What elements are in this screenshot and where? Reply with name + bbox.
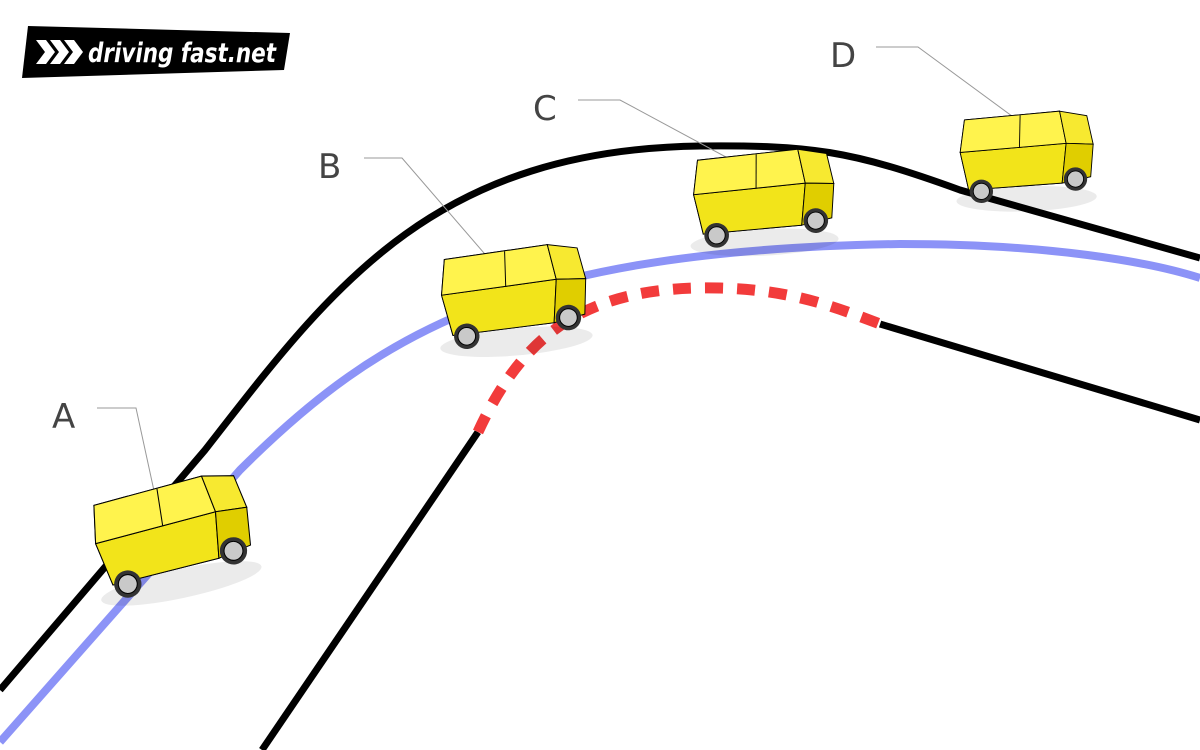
leader-line-b <box>364 157 491 261</box>
leader-line-c <box>578 99 751 171</box>
car-label-d: D <box>830 36 856 76</box>
car-b <box>431 240 595 363</box>
car-a <box>79 467 266 616</box>
car-label-c: C <box>533 89 557 129</box>
outer-track-edge <box>0 142 1200 693</box>
leader-line-a <box>97 407 157 501</box>
logo-text: driving fast.net <box>88 38 277 69</box>
curb-red <box>473 282 882 435</box>
car-d <box>953 109 1098 215</box>
inner-track-edge <box>259 430 481 750</box>
car-label-b: B <box>318 147 341 187</box>
leader-line-d <box>876 46 1021 123</box>
logo: driving fast.net <box>22 26 290 78</box>
inner-track-edge-straight <box>878 320 1200 424</box>
triple-chevron-icon <box>36 40 83 64</box>
car-label-a: A <box>52 397 75 437</box>
car-c <box>685 146 840 260</box>
